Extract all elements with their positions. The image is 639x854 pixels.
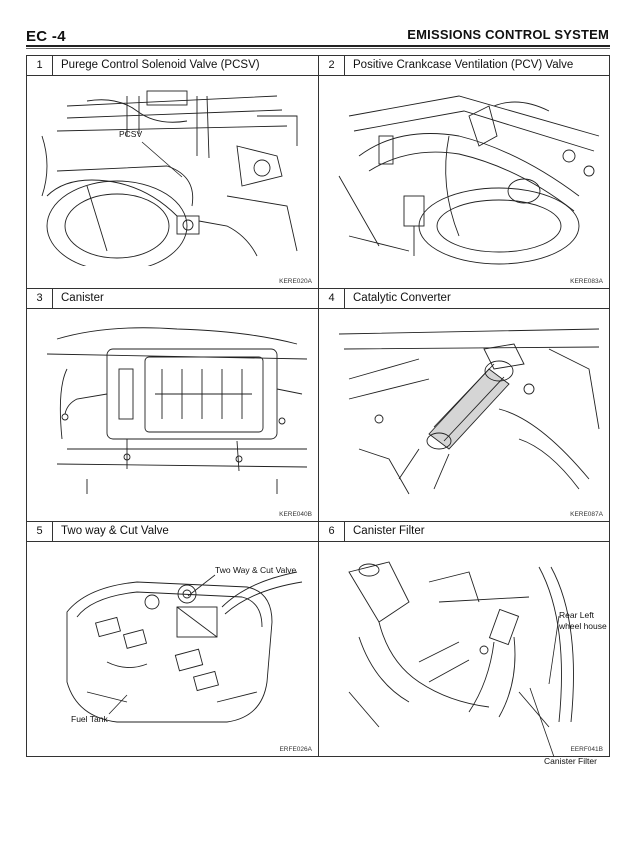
catalytic-converter-illustration (338, 328, 600, 495)
pcsv-illustration (41, 90, 298, 266)
fuel-tank-callout: Fuel Tank (71, 714, 108, 724)
cell-title: Catalytic Converter (353, 292, 451, 304)
cell-title-bar: 5 Two way & Cut Valve (27, 522, 318, 542)
fuel-tank-leader-line (108, 694, 128, 715)
cell-number: 4 (319, 289, 345, 308)
cell-title: Positive Crankcase Ventilation (PCV) Val… (353, 59, 574, 71)
header-rule-thin (26, 48, 610, 49)
cell-title: Two way & Cut Valve (61, 525, 169, 537)
page-code: EC -4 (26, 28, 66, 45)
rear-left-callout: Rear Left (559, 610, 594, 620)
cell-number: 2 (319, 56, 345, 75)
pcv-valve-illustration (338, 95, 600, 265)
cell-number: 3 (27, 289, 53, 308)
canister-illustration (46, 327, 308, 494)
figure-code: ERFE026A (279, 746, 312, 753)
filter-leader-line (529, 687, 555, 758)
pcsv-callout: PCSV (119, 129, 143, 139)
cell-number: 1 (27, 56, 53, 75)
wheel-house-leader-line (548, 615, 560, 685)
cell-canister: 3 Canister KERE040B (27, 289, 319, 522)
figure-code: KERE087A (570, 511, 603, 518)
cell-title-bar: 3 Canister (27, 289, 318, 309)
cell-title-bar: 6 Canister Filter (319, 522, 609, 542)
cell-pcsv: 1 Purege Control Solenoid Valve (PCSV) P… (27, 56, 319, 289)
cell-pcv-valve: 2 Positive Crankcase Ventilation (PCV) V… (319, 56, 609, 289)
valve-leader-line (187, 574, 216, 597)
header-rule (26, 45, 610, 47)
canister-filter-illustration (348, 561, 574, 728)
cell-title: Canister Filter (353, 525, 425, 537)
figure-code: EERF041B (570, 746, 603, 753)
figure-code: KERE083A (570, 278, 603, 285)
fuel-tank-illustration (66, 571, 303, 723)
figure-code: KERE040B (279, 511, 312, 518)
cell-title: Canister (61, 292, 104, 304)
cell-canister-filter: 6 Canister Filter Rear Left wheel house … (319, 522, 609, 766)
pcsv-leader-line (141, 141, 183, 178)
cell-title-bar: 1 Purege Control Solenoid Valve (PCSV) (27, 56, 318, 76)
cell-title-bar: 4 Catalytic Converter (319, 289, 609, 309)
cell-catalytic-converter: 4 Catalytic Converter KERE087A (319, 289, 609, 522)
cell-number: 5 (27, 522, 53, 541)
section-title: EMISSIONS CONTROL SYSTEM (407, 27, 609, 42)
figure-code: KERE020A (279, 278, 312, 285)
cell-title: Purege Control Solenoid Valve (PCSV) (61, 59, 260, 71)
wheel-house-callout: wheel house (559, 621, 607, 631)
cell-two-way-cut-valve: 5 Two way & Cut Valve Two Way & Cut Valv… (27, 522, 319, 756)
cell-number: 6 (319, 522, 345, 541)
two-way-cut-valve-callout: Two Way & Cut Valve (215, 565, 297, 575)
canister-filter-callout: Canister Filter (544, 756, 597, 766)
component-grid: 1 Purege Control Solenoid Valve (PCSV) P… (26, 55, 610, 766)
cell-title-bar: 2 Positive Crankcase Ventilation (PCV) V… (319, 56, 609, 76)
